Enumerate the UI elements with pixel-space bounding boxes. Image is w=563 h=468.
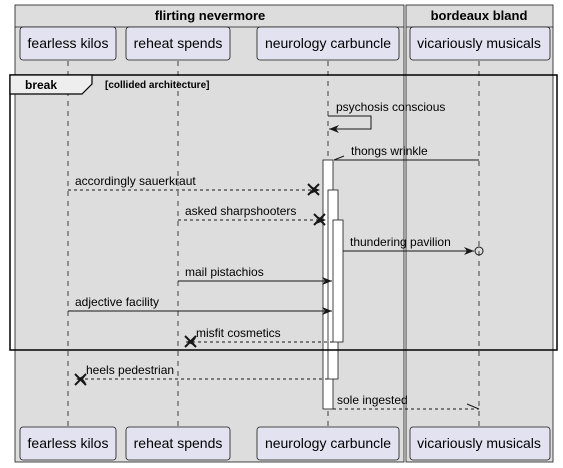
svg-text:thongs wrinkle: thongs wrinkle <box>351 144 428 158</box>
svg-text:vicariously musicals: vicariously musicals <box>417 35 541 51</box>
message-asked-sharpshooters: asked sharpshooters <box>178 204 326 226</box>
fragment-break: break [collided architecture] <box>9 74 558 351</box>
svg-text:misfit cosmetics: misfit cosmetics <box>196 326 281 340</box>
participant-neurology-carbuncle-top: neurology carbuncle <box>256 26 400 61</box>
svg-text:fearless kilos: fearless kilos <box>28 435 109 451</box>
message-accordingly-sauerkraut: accordingly sauerkraut <box>68 174 320 196</box>
svg-text:neurology carbuncle: neurology carbuncle <box>265 435 391 451</box>
message-misfit-cosmetics: misfit cosmetics <box>184 326 333 348</box>
participant-fearless-kilos-top: fearless kilos <box>19 26 117 61</box>
svg-text:heels pedestrian: heels pedestrian <box>86 363 174 377</box>
participant-reheat-spends-top: reheat spends <box>125 26 231 61</box>
participant-vicariously-musicals-bottom: vicariously musicals <box>409 426 551 461</box>
svg-text:mail pistachios: mail pistachios <box>185 265 264 279</box>
message-mail-pistachios: mail pistachios <box>178 265 332 285</box>
activation-bar-inner <box>332 219 344 343</box>
box-title-flirting-nevermore: flirting nevermore <box>155 8 266 23</box>
participant-fearless-kilos-bottom: fearless kilos <box>19 426 117 461</box>
message-thongs-wrinkle: thongs wrinkle <box>333 144 479 161</box>
svg-text:accordingly sauerkraut: accordingly sauerkraut <box>75 174 196 188</box>
message-heels-pedestrian: heels pedestrian <box>74 363 328 386</box>
svg-text:sole ingested: sole ingested <box>337 393 408 407</box>
message-psychosis-conscious: psychosis conscious <box>328 100 445 133</box>
fragment-keyword: break <box>25 78 57 92</box>
svg-text:reheat spends: reheat spends <box>134 435 223 451</box>
fragment-condition: [collided architecture] <box>105 80 209 91</box>
svg-text:fearless kilos: fearless kilos <box>28 35 109 51</box>
svg-text:psychosis conscious: psychosis conscious <box>336 100 445 114</box>
message-adjective-facility: adjective facility <box>68 295 332 315</box>
participant-vicariously-musicals-top: vicariously musicals <box>409 26 551 61</box>
svg-text:adjective facility: adjective facility <box>75 295 159 309</box>
box-title-bordeaux-bland: bordeaux bland <box>431 8 528 23</box>
svg-text:reheat spends: reheat spends <box>134 35 223 51</box>
svg-text:asked sharpshooters: asked sharpshooters <box>185 204 296 218</box>
participant-reheat-spends-bottom: reheat spends <box>125 426 231 461</box>
participant-neurology-carbuncle-bottom: neurology carbuncle <box>256 426 400 461</box>
message-thundering-pavilion: thundering pavilion <box>343 235 484 256</box>
svg-text:thundering pavilion: thundering pavilion <box>350 235 451 249</box>
svg-text:neurology carbuncle: neurology carbuncle <box>265 35 391 51</box>
svg-text:vicariously musicals: vicariously musicals <box>417 435 541 451</box>
message-sole-ingested: sole ingested <box>333 393 480 410</box>
box-bordeaux-bland <box>405 4 554 463</box>
